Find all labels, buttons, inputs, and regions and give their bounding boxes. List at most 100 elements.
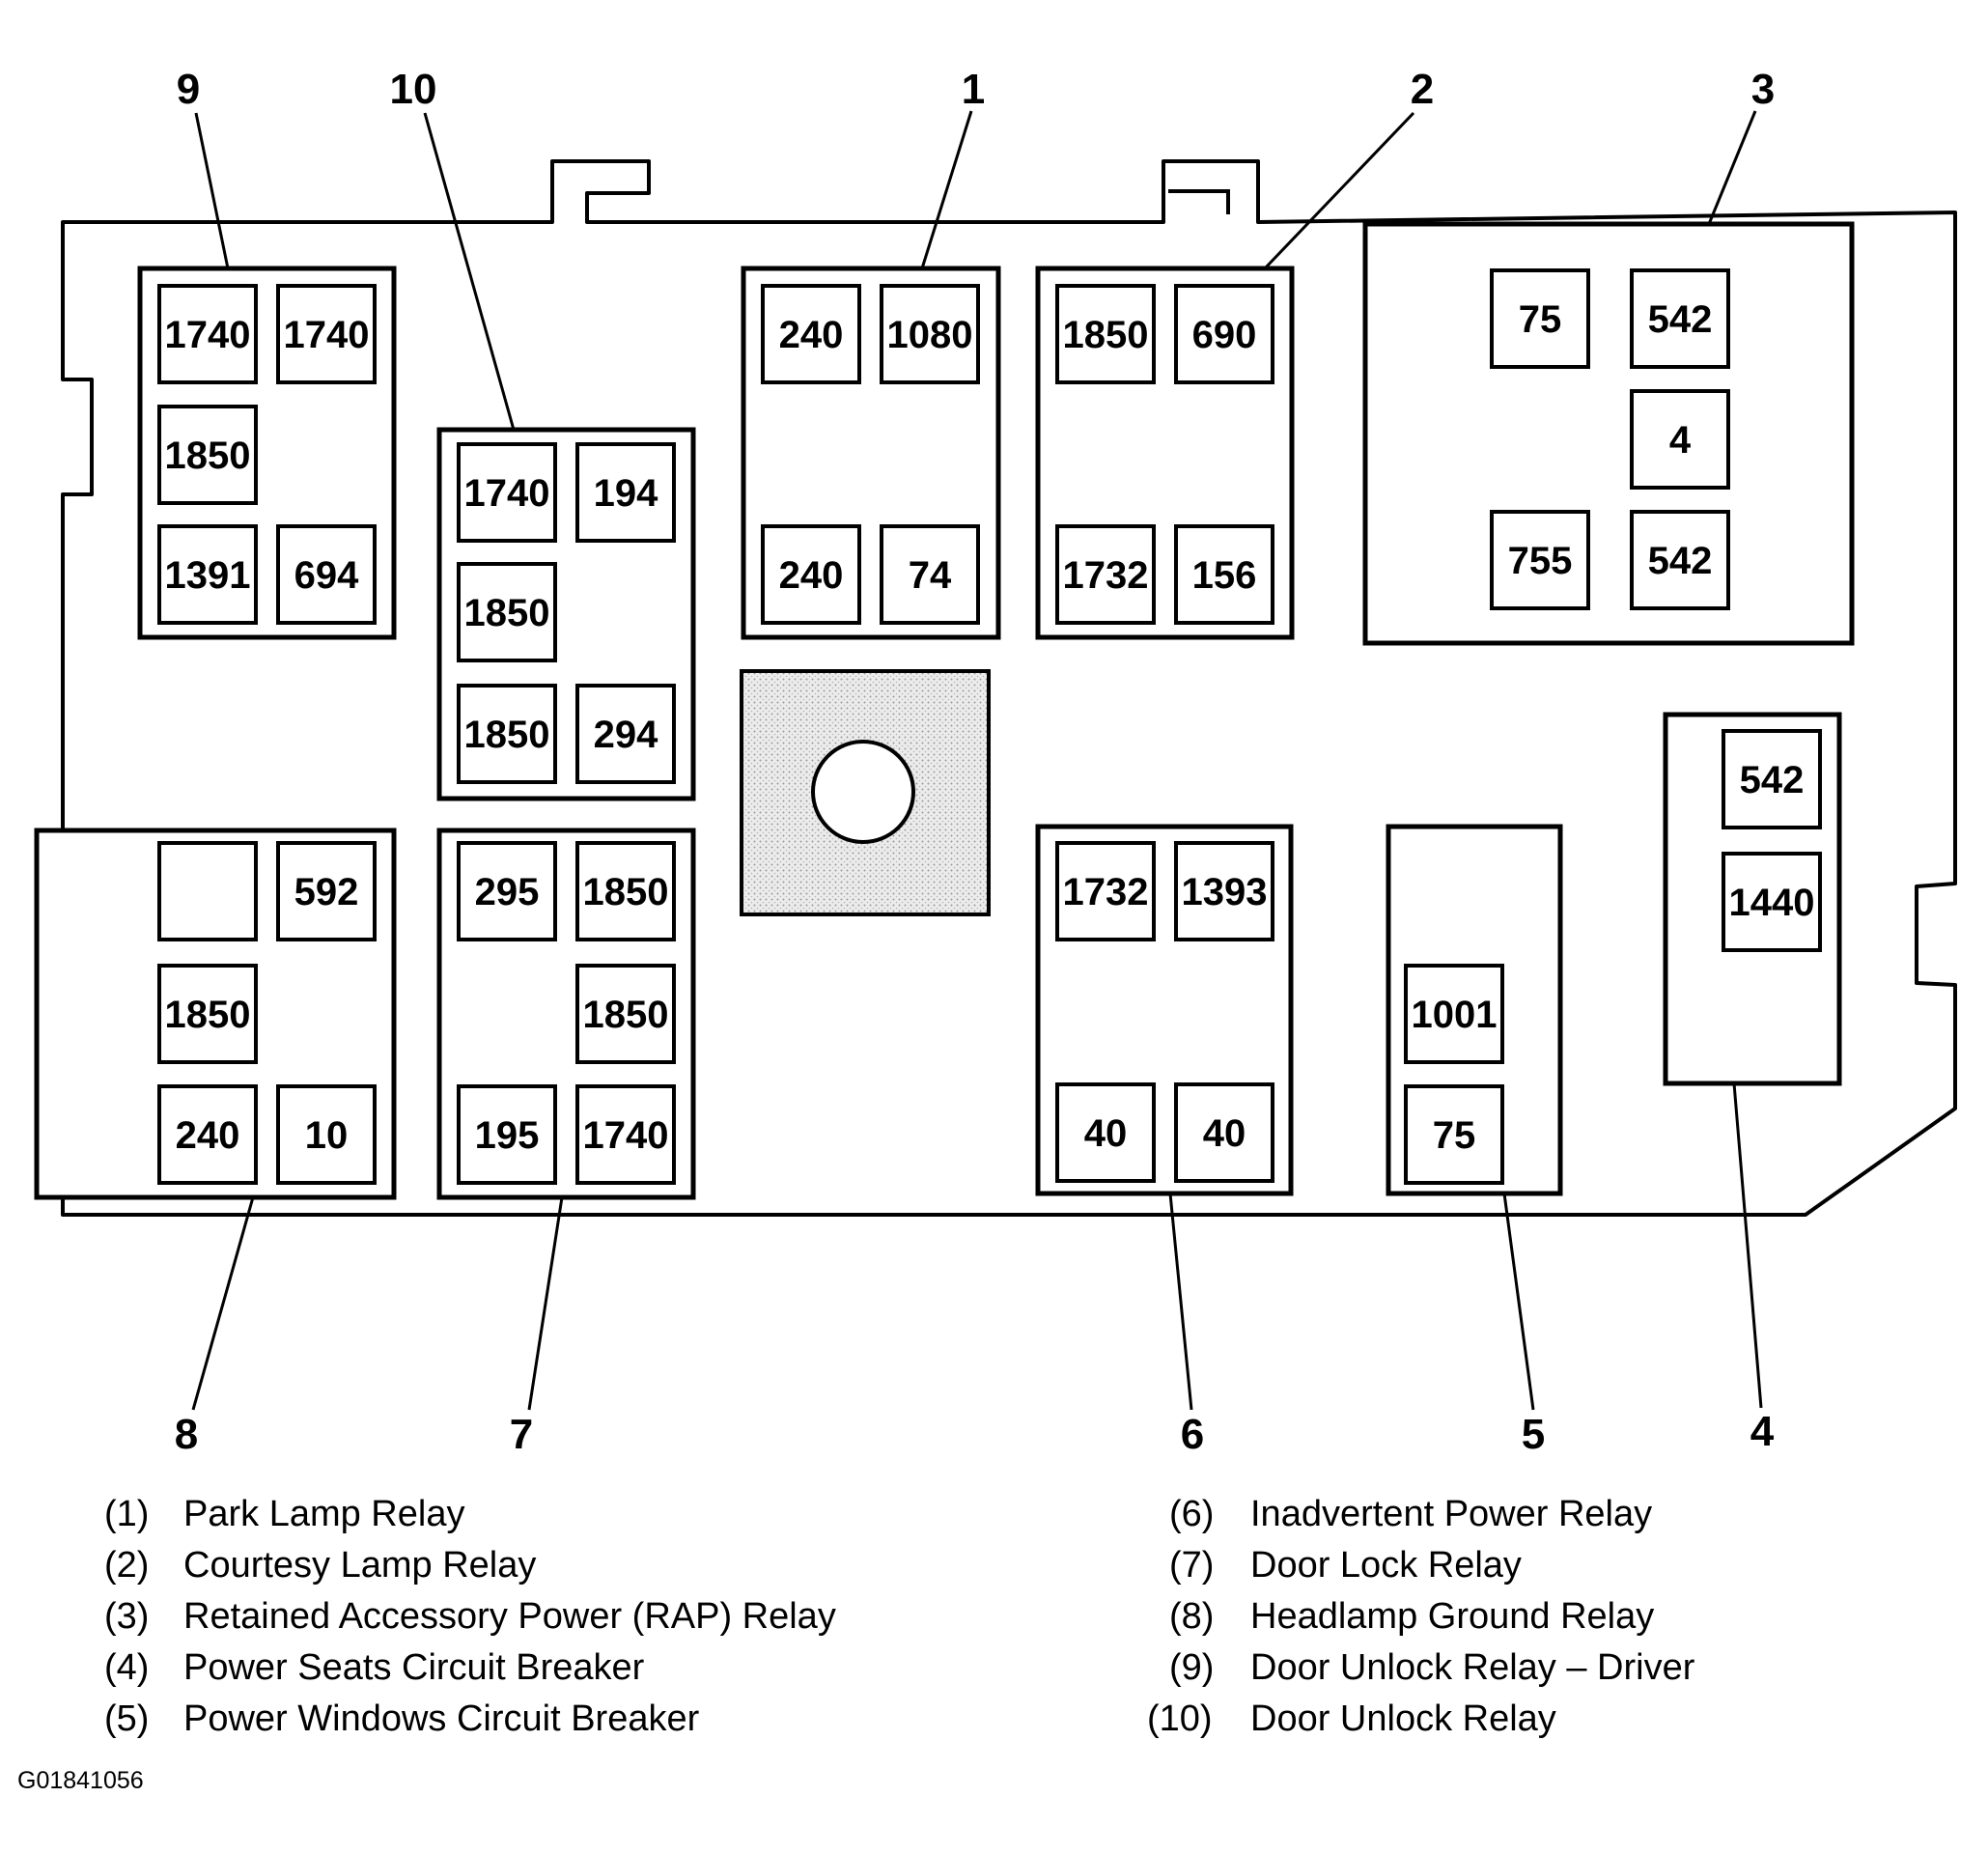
relay-8-terminal-2-label: 592 <box>294 871 359 913</box>
relay-7-terminal-2 <box>575 841 676 941</box>
leader-line-4 <box>1732 1082 1763 1409</box>
relay-10-terminal-4-label: 1850 <box>464 714 550 756</box>
relay-2-terminal-4 <box>1174 524 1274 625</box>
relay-4-terminal-2 <box>1722 852 1822 952</box>
relay-10-terminal-5 <box>575 684 676 784</box>
relay-9-terminal-4-label: 1391 <box>165 554 251 597</box>
relay-2-terminal-1 <box>1055 284 1156 384</box>
legend-label-6: Inadvertent Power Relay <box>1250 1494 1652 1534</box>
relay-9-terminal-2-label: 1740 <box>284 314 370 356</box>
relay-7-terminal-4 <box>457 1084 557 1185</box>
relay-1-terminal-4 <box>880 524 980 625</box>
relay-2-terminal-2 <box>1174 284 1274 384</box>
relay-6-terminal-3-label: 40 <box>1084 1112 1128 1155</box>
leader-line-7 <box>527 1196 564 1411</box>
callout-9: 9 <box>177 66 200 113</box>
relay-9-terminal-3-label: 1850 <box>165 435 251 477</box>
relay-10-terminal-2-label: 194 <box>594 472 658 515</box>
leader-line-2 <box>1263 111 1415 270</box>
relay-1-terminal-1 <box>761 284 861 384</box>
relay-3: 75 542 4 755 542 <box>1362 221 1855 646</box>
relay-3-terminal-5-label: 542 <box>1648 540 1713 582</box>
relay-8-terminal-5-label: 10 <box>305 1114 349 1157</box>
relay-4-terminal-1 <box>1722 729 1822 829</box>
relay-1-terminal-4-label: 74 <box>909 554 952 597</box>
legend-label-10: Door Unlock Relay <box>1250 1699 1556 1739</box>
callout-3: 3 <box>1751 66 1775 113</box>
relay-3-terminal-4 <box>1490 510 1590 610</box>
callout-10: 10 <box>390 66 437 113</box>
relay-10-terminal-1 <box>457 442 557 543</box>
leader-line-9 <box>194 112 230 269</box>
relay-6-terminal-1-label: 1732 <box>1063 871 1149 913</box>
callout-2: 2 <box>1411 66 1434 113</box>
relay-8-terminal-3 <box>157 964 258 1064</box>
relay-6-terminal-2-label: 1393 <box>1182 871 1268 913</box>
relay-3-terminal-2-label: 542 <box>1648 298 1713 341</box>
leader-line-10 <box>423 112 516 431</box>
relay-3-terminal-1 <box>1490 268 1590 369</box>
relay-9-terminal-3 <box>157 405 258 505</box>
relay-6-terminal-3 <box>1055 1082 1156 1183</box>
legend-label-3: Retained Accessory Power (RAP) Relay <box>183 1596 836 1637</box>
relay-5-terminal-1 <box>1404 964 1504 1064</box>
legend-num-9: (9) <box>1169 1647 1214 1688</box>
relay-1-terminal-3-label: 240 <box>779 554 844 597</box>
relay-5-terminal-2-label: 75 <box>1433 1114 1476 1157</box>
leader-line-5 <box>1502 1193 1535 1411</box>
panel-tab-slot <box>1168 189 1230 214</box>
relay-7-terminal-3 <box>575 964 676 1064</box>
relay-6-terminal-1 <box>1055 841 1156 941</box>
relay-5: 1001 75 <box>1386 824 1563 1196</box>
legend-label-4: Power Seats Circuit Breaker <box>183 1647 645 1688</box>
relay-2-terminal-2-label: 690 <box>1192 314 1257 356</box>
relay-5-terminal-1-label: 1001 <box>1412 994 1498 1036</box>
relay-9-terminal-5 <box>276 524 377 625</box>
relay-5-terminal-2 <box>1404 1084 1504 1185</box>
relay-1-terminal-3 <box>761 524 861 625</box>
relay-10-terminal-3 <box>457 562 557 662</box>
leader-lines <box>191 110 1763 1411</box>
legend-num-6: (6) <box>1169 1494 1214 1534</box>
legend-num-2: (2) <box>104 1545 149 1586</box>
callout-4: 4 <box>1750 1408 1775 1455</box>
relay-9-terminal-4 <box>157 524 258 625</box>
callout-8: 8 <box>175 1411 198 1458</box>
relay-7-terminal-5 <box>575 1084 676 1185</box>
relay-6-terminal-4-label: 40 <box>1203 1112 1246 1155</box>
leader-line-1 <box>920 110 973 269</box>
mounting-hole <box>811 740 915 844</box>
panel-outline <box>61 159 1957 1217</box>
relay-3-terminal-5 <box>1630 510 1730 610</box>
relay-3-terminal-3-label: 4 <box>1669 419 1692 462</box>
callout-7: 7 <box>510 1411 533 1458</box>
relay-2-terminal-3 <box>1055 524 1156 625</box>
legend-label-2: Courtesy Lamp Relay <box>183 1545 536 1586</box>
relay-3-terminal-1-label: 75 <box>1519 298 1562 341</box>
legend-label-1: Park Lamp Relay <box>183 1494 464 1534</box>
callout-6: 6 <box>1181 1411 1204 1458</box>
leader-line-3 <box>1707 110 1757 225</box>
legend-num-4: (4) <box>104 1647 149 1688</box>
relay-3-terminal-3 <box>1630 389 1730 490</box>
relay-3-terminal-4-label: 755 <box>1508 540 1573 582</box>
relay-6-terminal-4 <box>1174 1082 1274 1183</box>
relay-1-terminal-2 <box>880 284 980 384</box>
relay-7-terminal-5-label: 1740 <box>583 1114 669 1157</box>
relay-3-housing <box>1362 221 1855 646</box>
relay-10-terminal-5-label: 294 <box>594 714 658 756</box>
legend-num-5: (5) <box>104 1699 149 1739</box>
relay-8-terminal-5 <box>276 1084 377 1185</box>
relay-3-terminal-2 <box>1630 268 1730 369</box>
relay-8-terminal-4-label: 240 <box>176 1114 240 1157</box>
relay-8-terminal-4 <box>157 1084 258 1185</box>
relay-6-terminal-2 <box>1174 841 1274 941</box>
relay-2-terminal-1-label: 1850 <box>1063 314 1149 356</box>
